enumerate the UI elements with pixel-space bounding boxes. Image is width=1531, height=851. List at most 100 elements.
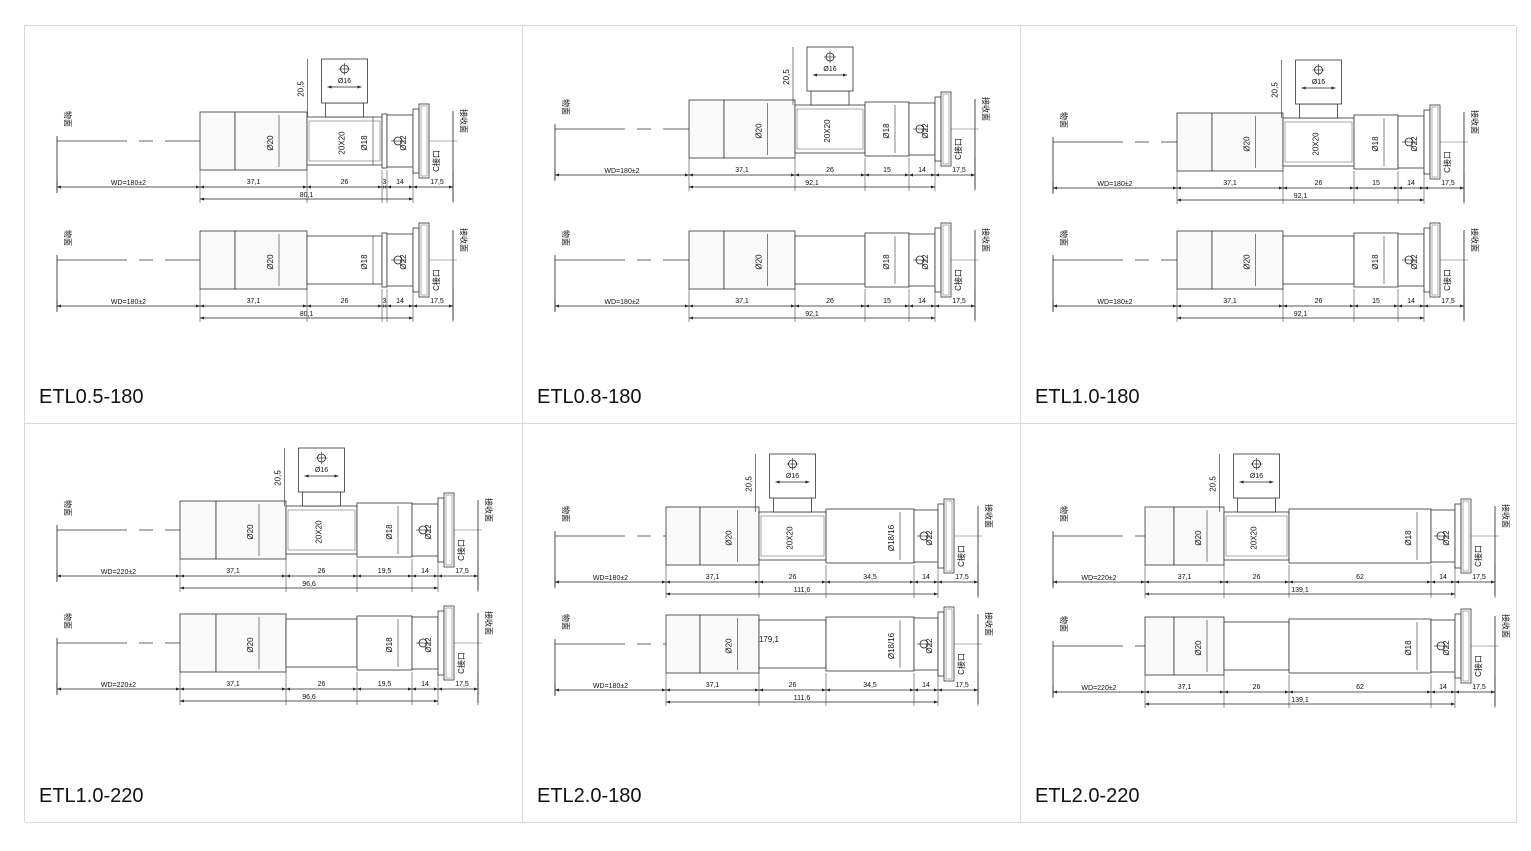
c-mount-thread: [1431, 106, 1439, 178]
barrel-body: [699, 506, 760, 566]
motor-neck: [1237, 497, 1276, 513]
dim-spacer-label: 19,5: [378, 681, 392, 688]
c-mount-label: C接口: [1442, 269, 1452, 291]
motor-height-label: 20,5: [782, 69, 791, 85]
c-mount-flange: [418, 103, 430, 179]
c-mount-label: C接口: [953, 138, 963, 160]
dim-total-label: 111,6: [794, 695, 811, 702]
barrel-front: [665, 506, 701, 566]
dim-total-label: 139,1: [1291, 697, 1309, 704]
dimension-arrow: [304, 474, 339, 478]
spacer-diameter-label: Ø18: [360, 135, 369, 151]
dim-barrel-label: 37,1: [735, 167, 749, 174]
dim-motor-label: 26: [341, 298, 349, 305]
motor-size-label: 20X20: [786, 526, 795, 550]
spacer-diameter-label: Ø18: [882, 123, 891, 139]
barrel-front: [179, 500, 217, 560]
barrel-front: [1144, 506, 1175, 566]
dim-motor-label: 26: [789, 682, 797, 689]
dim-barrel-label: 37,1: [1223, 298, 1237, 305]
dim-flange-label: 17,5: [952, 167, 966, 174]
dim-total-label: 139,1: [1291, 587, 1309, 594]
dim-motor-label: 26: [318, 568, 326, 575]
c-mount-flange: [1429, 104, 1441, 180]
barrel-body: [1173, 616, 1225, 676]
model-title: ETL2.0-180: [537, 785, 642, 807]
dim-motor-label: 26: [826, 298, 834, 305]
dim-mount-label: 14: [922, 574, 930, 581]
model-title: ETL2.0-220: [1035, 785, 1140, 807]
mount-diameter-label: Ø22: [921, 123, 930, 139]
object-plane-label: 物面: [63, 500, 73, 516]
dim-mount-label: 14: [396, 179, 404, 186]
dim-total-label: 80,1: [300, 311, 314, 318]
barrel-diameter-label: Ø20: [1243, 136, 1252, 152]
barrel-diameter-label: Ø20: [1194, 530, 1203, 546]
flange-ring: [437, 497, 445, 563]
barrel-body: [234, 230, 308, 290]
spacer-tube: [864, 101, 910, 157]
dim-flange-label: 17,5: [1441, 298, 1455, 305]
image-plane-label: 接收面: [984, 612, 994, 636]
dim-motor-label: 26: [318, 681, 326, 688]
motor-neck: [1299, 103, 1338, 119]
working-distance-label: WD=180±2: [1097, 299, 1132, 306]
mount-diameter-label: Ø22: [1442, 640, 1451, 656]
motor-section: [1282, 117, 1355, 167]
c-mount-flange: [940, 91, 952, 167]
motor-neck: [302, 491, 341, 507]
dim-spacer-label: 15: [1372, 298, 1380, 305]
motor-height-label: 20,5: [1271, 82, 1280, 98]
spacer-tube: [1288, 618, 1432, 674]
dim-motor-label: 26: [341, 179, 349, 186]
barrel-diameter-label: Ø20: [725, 638, 734, 654]
barrel-diameter-label: Ø20: [725, 530, 734, 546]
dimension-arrow: [438, 574, 478, 578]
c-mount-thread: [420, 105, 428, 177]
barrel-diameter-label: Ø20: [246, 524, 255, 540]
working-distance-label: WD=180±2: [1097, 181, 1132, 188]
barrel-diameter-label: Ø20: [1194, 640, 1203, 656]
spacer-diameter-label: Ø18: [882, 254, 891, 270]
image-plane-label: 接收面: [984, 504, 994, 528]
c-mount-label: C接口: [956, 545, 966, 567]
dimension-arrow: [813, 73, 847, 77]
flange-ring: [1423, 227, 1431, 293]
dim-motor-label: 26: [1315, 180, 1323, 187]
dimension-arrow: [327, 85, 362, 89]
dim-flange-label: 17,5: [430, 298, 444, 305]
dim-mount-label: 14: [1407, 180, 1415, 187]
dim-mount-label: 14: [1439, 574, 1447, 581]
motor-section: [794, 235, 866, 285]
object-plane-label: 物面: [561, 506, 571, 522]
c-mount-thread: [445, 494, 453, 566]
working-distance-label: WD=220±2: [101, 569, 136, 576]
barrel-front: [688, 230, 725, 290]
motor-housing: [1284, 121, 1353, 163]
spacer-tube: [1288, 508, 1432, 564]
image-plane-label: 接收面: [981, 228, 991, 252]
working-distance-label: WD=180±2: [604, 299, 639, 306]
c-mount-label: C接口: [953, 269, 963, 291]
mount-diameter-label: Ø22: [925, 638, 934, 654]
dim-spacer-label: 62: [1356, 574, 1364, 581]
c-mount-label: C接口: [431, 150, 441, 172]
mount-diameter-label: Ø22: [399, 135, 408, 151]
barrel-body: [699, 614, 760, 674]
c-mount-flange: [1429, 222, 1441, 298]
spacer-tube: [1353, 232, 1399, 288]
dim-barrel-label: 37,1: [735, 298, 749, 305]
dim-barrel-label: 37,1: [1178, 574, 1192, 581]
spacer-tube: [825, 616, 915, 672]
c-mount-flange: [418, 222, 430, 298]
flange-ring: [1454, 503, 1462, 569]
dimension-arrow: [413, 304, 453, 308]
image-plane-label: 接收面: [1501, 504, 1511, 528]
